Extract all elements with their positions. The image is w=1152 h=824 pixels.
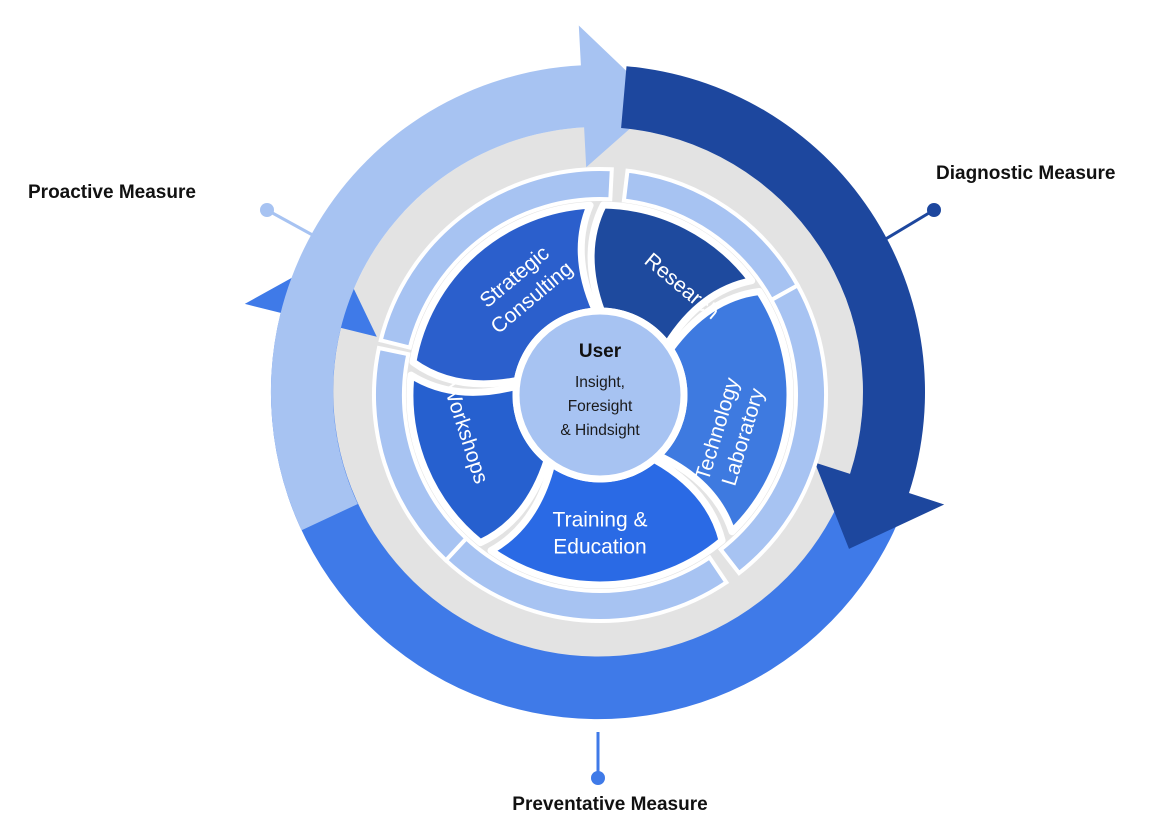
center-line-3: & Hindsight [560,422,640,439]
diagnostic-arrow [621,66,945,549]
proactive-connector-dot [260,203,274,217]
center-title: User [579,341,622,362]
preventative-connector-dot [591,771,605,785]
proactive-arrow [270,25,660,531]
diagnostic-connector-line [883,208,935,242]
center-hub: User Insight, Foresight & Hindsight [512,307,688,483]
connector-lines [260,203,941,785]
pale-band-segment [378,166,614,351]
center-disc [512,307,688,483]
preventative-measure-label: Preventative Measure [512,794,707,815]
segment-label-training-education: Training & Education [553,509,648,559]
diagnostic-connector-dot [927,203,941,217]
proactive-measure-label: Proactive Measure [28,182,196,203]
center-line-1: Insight, [575,374,625,391]
proactive-connector-line [266,208,319,240]
center-line-2: Foresight [568,398,633,415]
segment-label-line: Training & [553,509,648,532]
diagnostic-measure-label: Diagnostic Measure [936,163,1116,184]
outer-labels: Proactive Measure Diagnostic Measure Pre… [28,163,1116,815]
outer-arrows [244,25,945,720]
pale-band-ring [371,166,828,624]
segment-label-line: Education [553,536,646,559]
pale-band-segment [717,282,828,576]
pale-band-segment [371,345,470,564]
preventative-arrow [244,253,906,720]
